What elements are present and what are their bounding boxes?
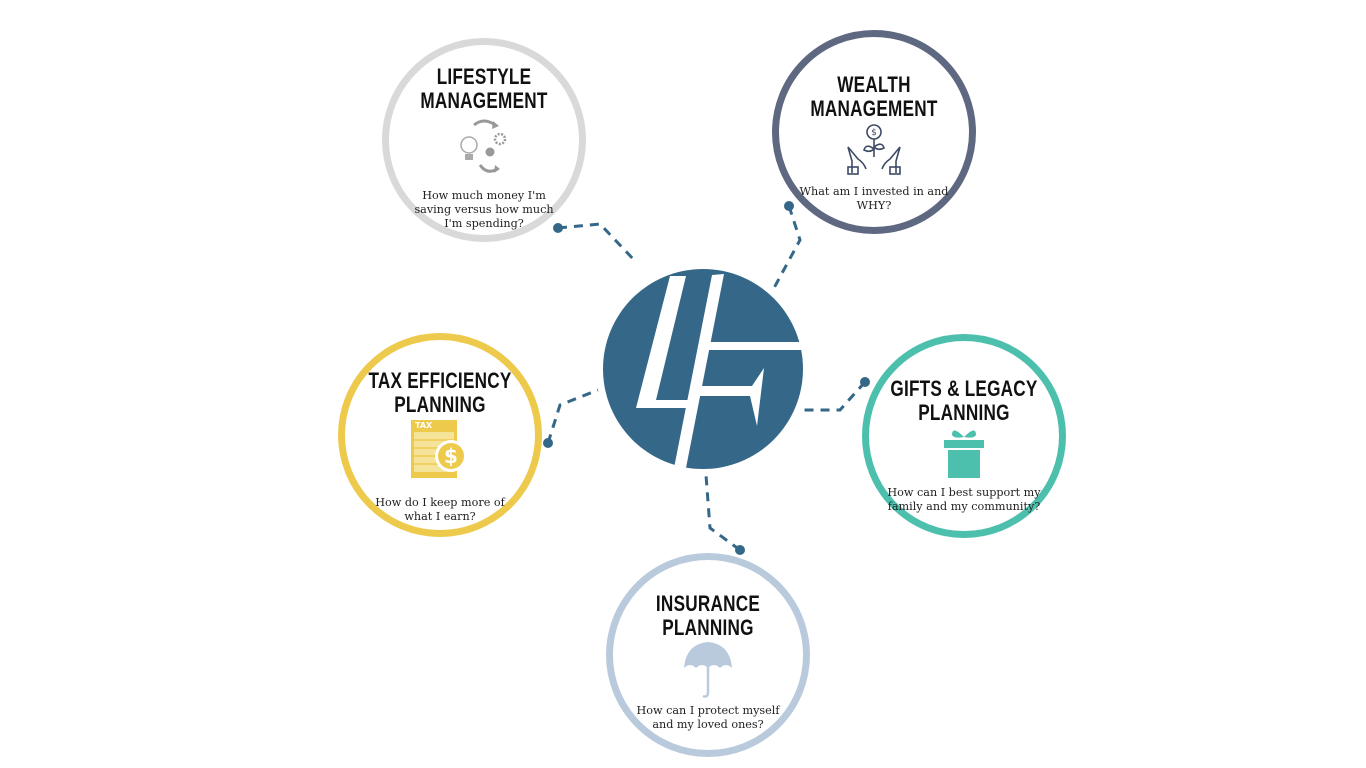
title-line: WEALTH (837, 72, 911, 97)
title-line: TAX EFFICIENCY (368, 368, 512, 393)
connector-wealth (772, 205, 802, 289)
title-line: PLANNING (394, 392, 486, 417)
connector-dot (543, 438, 553, 448)
gift-box-icon (944, 430, 984, 478)
title-line: LIFESTYLE (436, 64, 532, 89)
connector-lifestyle (557, 222, 638, 264)
lightbulb-gears-icon (460, 119, 507, 173)
tax-document-dollar-icon: $ TAX (409, 418, 471, 480)
svg-text:$: $ (444, 444, 458, 468)
connector-dot (784, 201, 794, 211)
title-line: INSURANCE (655, 591, 761, 616)
connector-dot (860, 377, 870, 387)
connector-dot (735, 545, 745, 555)
svg-text:$: $ (871, 128, 877, 138)
node-question: How can I best support my family and my … (887, 486, 1041, 513)
title-line: MANAGEMENT (420, 88, 548, 113)
title-line: PLANNING (662, 615, 754, 640)
node-question: How much money I'm saving versus how muc… (414, 189, 554, 230)
title-line: MANAGEMENT (810, 96, 938, 121)
connector-gifts (802, 381, 867, 412)
node-question: What am I invested in and WHY? (799, 185, 949, 212)
hands-coin-plant-icon: $ (847, 124, 901, 175)
title-line: GIFTS & LEGACY (890, 376, 1038, 401)
connector-tax (546, 388, 599, 444)
connector-dot (553, 223, 563, 233)
node-question: How can I protect myself and my loved on… (636, 704, 780, 731)
umbrella-icon (684, 642, 732, 698)
lf-logo (603, 269, 804, 469)
title-line: PLANNING (918, 400, 1010, 425)
connector-insurance (704, 474, 741, 552)
node-question: How do I keep more of what I earn? (375, 496, 505, 523)
tax-label: TAX (415, 421, 433, 430)
